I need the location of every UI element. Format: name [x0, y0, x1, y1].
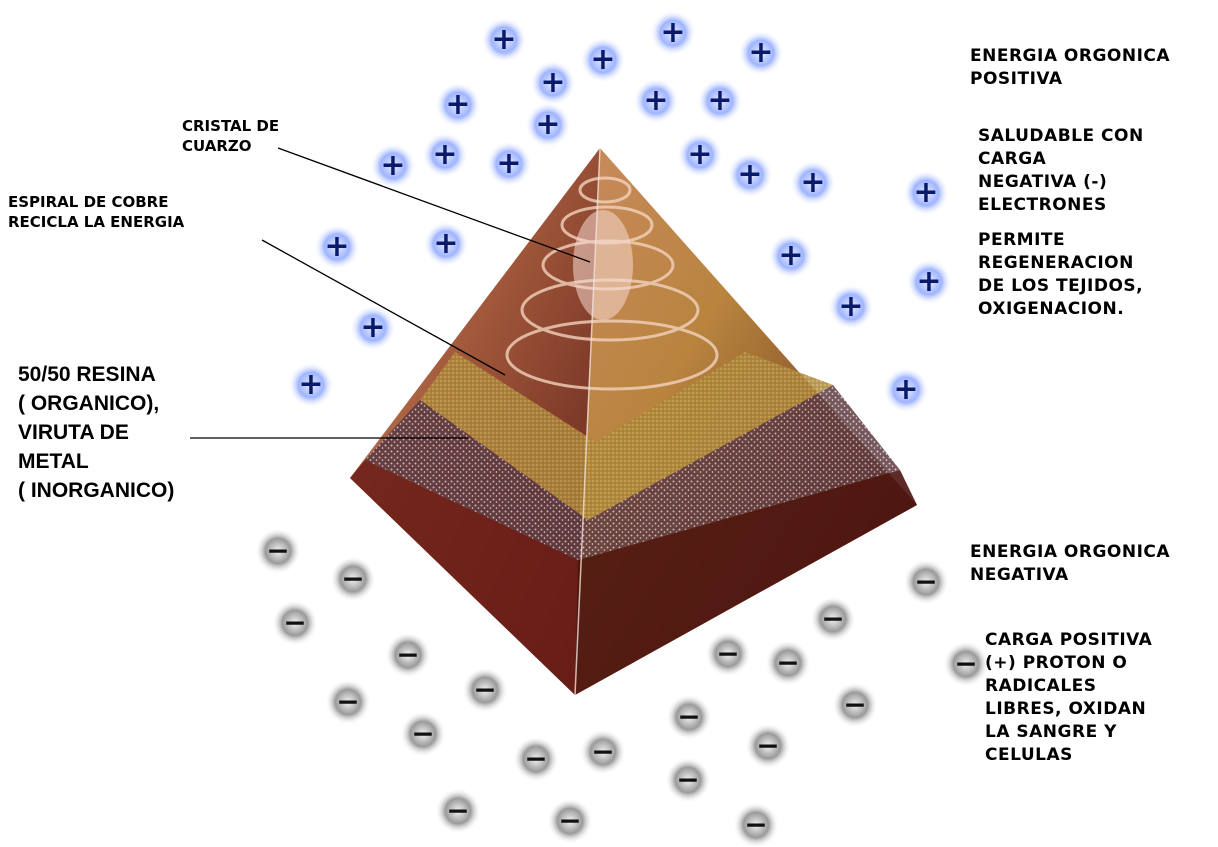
- minus-symbol: −: [275, 603, 315, 643]
- minus-symbol: −: [835, 685, 875, 725]
- minus-symbol: −: [388, 635, 428, 675]
- minus-symbol: −: [438, 791, 478, 831]
- minus-symbol: −: [813, 599, 853, 639]
- label-espiral-de-cobre: ESPIRAL DE COBRE RECICLA LA ENERGIA: [8, 192, 184, 232]
- plus-symbol: +: [886, 370, 926, 410]
- plus-symbol: +: [317, 227, 357, 267]
- minus-symbol: −: [403, 714, 443, 754]
- minus-symbol: −: [668, 760, 708, 800]
- plus-symbol: +: [906, 173, 946, 213]
- minus-symbol: −: [333, 559, 373, 599]
- minus-symbol: −: [516, 739, 556, 779]
- plus-symbol: +: [425, 135, 465, 175]
- minus-symbol: −: [583, 732, 623, 772]
- plus-symbol: +: [583, 40, 623, 80]
- plus-symbol: +: [831, 287, 871, 327]
- quartz-crystal: [573, 210, 633, 320]
- plus-symbol: +: [426, 224, 466, 264]
- minus-symbol: −: [748, 726, 788, 766]
- minus-symbol: −: [465, 670, 505, 710]
- label-permite-regeneracion: PERMITE REGENERACION DE LOS TEJIDOS, OXI…: [978, 229, 1143, 321]
- minus-symbol: −: [906, 562, 946, 602]
- label-saludable-carga-negativa: SALUDABLE CON CARGA NEGATIVA (-) ELECTRO…: [978, 125, 1144, 217]
- plus-symbol: +: [484, 20, 524, 60]
- minus-symbol: −: [669, 697, 709, 737]
- plus-symbol: +: [909, 262, 949, 302]
- plus-symbol: +: [373, 146, 413, 186]
- plus-symbol: +: [489, 144, 529, 184]
- plus-symbol: +: [741, 33, 781, 73]
- minus-symbol: −: [768, 643, 808, 683]
- plus-symbol: +: [438, 85, 478, 125]
- plus-symbol: +: [730, 155, 770, 195]
- label-cristal-de-cuarzo: CRISTAL DE CUARZO: [182, 116, 279, 156]
- minus-symbol: −: [328, 682, 368, 722]
- plus-symbol: +: [636, 81, 676, 121]
- label-carga-positiva: CARGA POSITIVA (+) PROTON O RADICALES LI…: [985, 629, 1152, 767]
- label-energia-orgonica-negativa: ENERGIA ORGONICA NEGATIVA: [970, 541, 1170, 587]
- minus-symbol: −: [258, 531, 298, 571]
- minus-symbol: −: [708, 634, 748, 674]
- plus-symbol: +: [700, 81, 740, 121]
- plus-symbol: +: [793, 163, 833, 203]
- minus-symbol: −: [550, 801, 590, 841]
- plus-symbol: +: [680, 135, 720, 175]
- plus-symbol: +: [533, 63, 573, 103]
- plus-symbol: +: [353, 308, 393, 348]
- minus-symbol: −: [736, 805, 776, 845]
- plus-symbol: +: [291, 365, 331, 405]
- label-energia-orgonica-positiva: ENERGIA ORGONICA POSITIVA: [970, 45, 1170, 91]
- plus-symbol: +: [653, 13, 693, 53]
- plus-symbol: +: [771, 236, 811, 276]
- minus-symbol: −: [946, 644, 986, 684]
- plus-symbol: +: [528, 105, 568, 145]
- label-resina-viruta: 50/50 RESINA ( ORGANICO), VIRUTA DE META…: [18, 360, 174, 505]
